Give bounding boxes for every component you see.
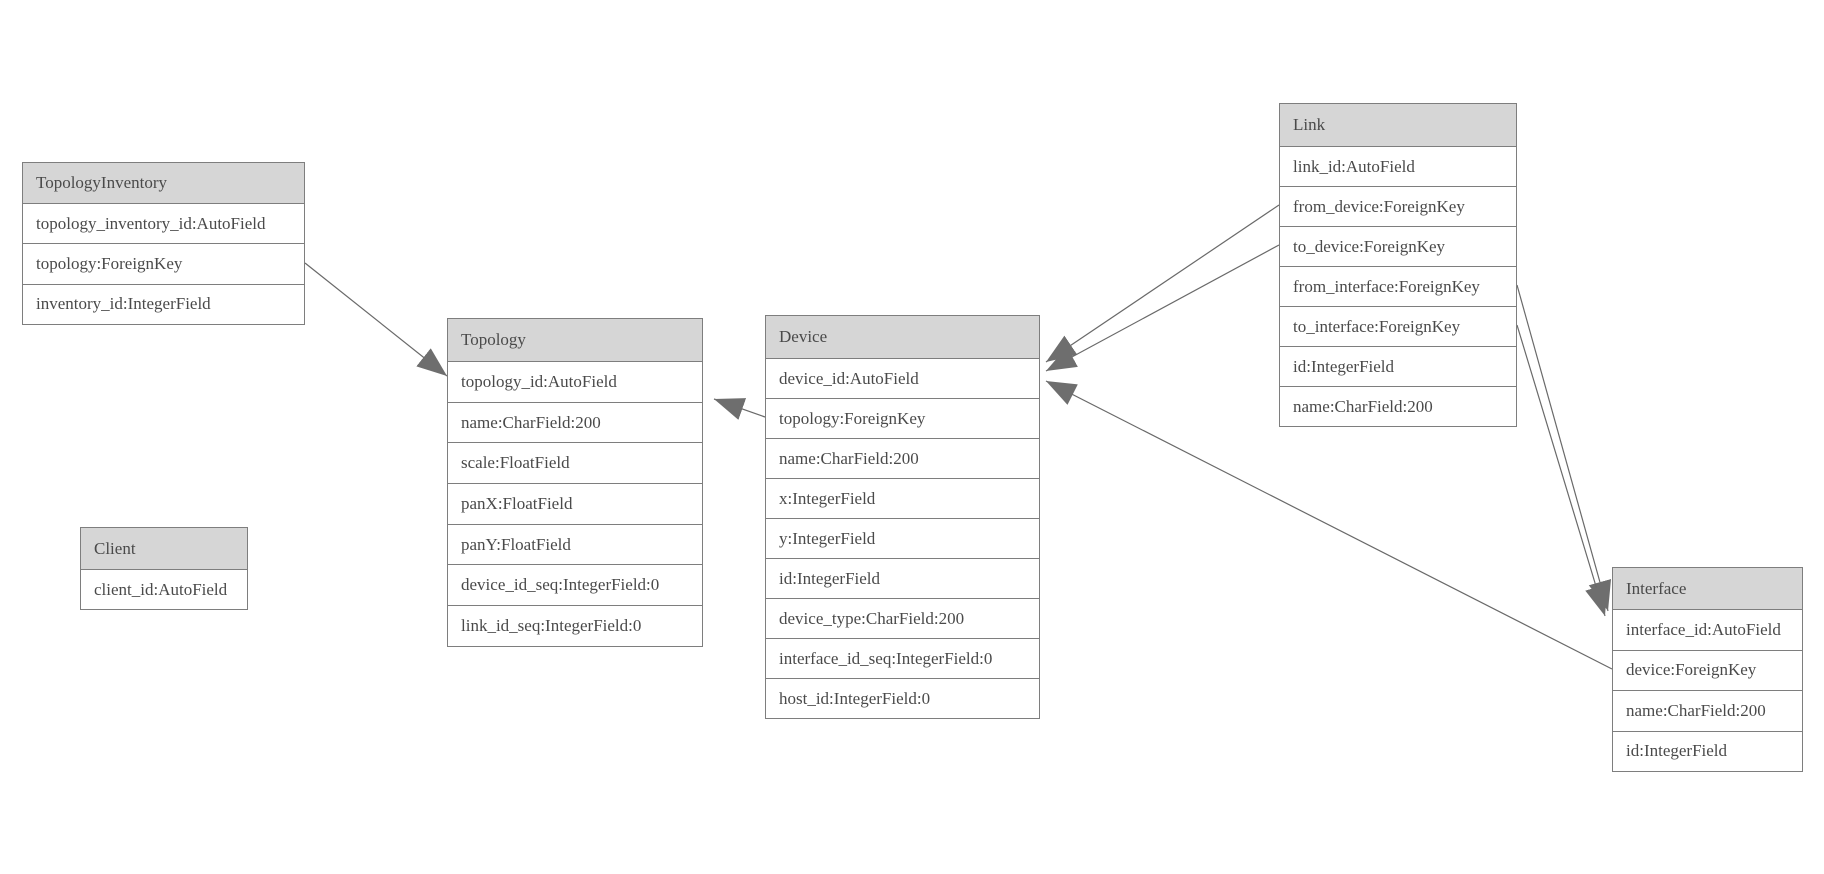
field-row: scale:FloatField [448, 442, 702, 484]
field-row: interface_id_seq:IntegerField:0 [766, 638, 1039, 678]
field-row: name:CharField:200 [1280, 386, 1516, 426]
field-row: device_type:CharField:200 [766, 598, 1039, 638]
field-row: id:IntegerField [1280, 346, 1516, 386]
field-row: host_id:IntegerField:0 [766, 678, 1039, 718]
field-row: interface_id:AutoField [1613, 609, 1802, 650]
edge-link-fromdevice-device [1045, 204, 1280, 363]
field-row: to_interface:ForeignKey [1280, 306, 1516, 346]
field-row: topology_inventory_id:AutoField [23, 203, 304, 244]
entity-client-fields: client_id:AutoField [81, 569, 247, 609]
field-row: device_id:AutoField [766, 358, 1039, 398]
field-row: link_id_seq:IntegerField:0 [448, 605, 702, 646]
entity-device-title: Device [766, 316, 1039, 358]
edge-topologyinventory-topology [304, 262, 448, 377]
edge-link-tointerface-interface [1516, 324, 1608, 617]
field-row: inventory_id:IntegerField [23, 283, 304, 324]
edge-device-topology [713, 398, 766, 420]
entity-interface-title: Interface [1613, 568, 1802, 609]
field-row: x:IntegerField [766, 478, 1039, 518]
field-row: id:IntegerField [1613, 730, 1802, 771]
edge-link-todevice-device [1045, 244, 1280, 372]
entity-topologyinventory-title: TopologyInventory [23, 163, 304, 203]
field-row: from_interface:ForeignKey [1280, 266, 1516, 306]
field-row: topology_id:AutoField [448, 361, 702, 402]
field-row: to_device:ForeignKey [1280, 226, 1516, 266]
entity-client-title: Client [81, 528, 247, 569]
field-row: topology:ForeignKey [766, 398, 1039, 438]
field-row: panX:FloatField [448, 483, 702, 524]
entity-client: Client client_id:AutoField [80, 527, 248, 610]
field-row: name:CharField:200 [448, 401, 702, 443]
field-row: name:CharField:200 [1613, 690, 1802, 731]
field-row: y:IntegerField [766, 518, 1039, 558]
edge-link-frominterface-interface [1516, 284, 1612, 612]
field-row: from_device:ForeignKey [1280, 186, 1516, 226]
entity-topology-title: Topology [448, 319, 702, 361]
field-row: client_id:AutoField [81, 569, 247, 609]
field-row: panY:FloatField [448, 523, 702, 565]
field-row: id:IntegerField [766, 558, 1039, 598]
field-row: topology:ForeignKey [23, 243, 304, 284]
field-row: name:CharField:200 [766, 438, 1039, 478]
entity-link-title: Link [1280, 104, 1516, 146]
entity-topologyinventory: TopologyInventory topology_inventory_id:… [22, 162, 305, 325]
field-row: device_id_seq:IntegerField:0 [448, 564, 702, 606]
field-row: device:ForeignKey [1613, 649, 1802, 690]
field-row: link_id:AutoField [1280, 146, 1516, 186]
